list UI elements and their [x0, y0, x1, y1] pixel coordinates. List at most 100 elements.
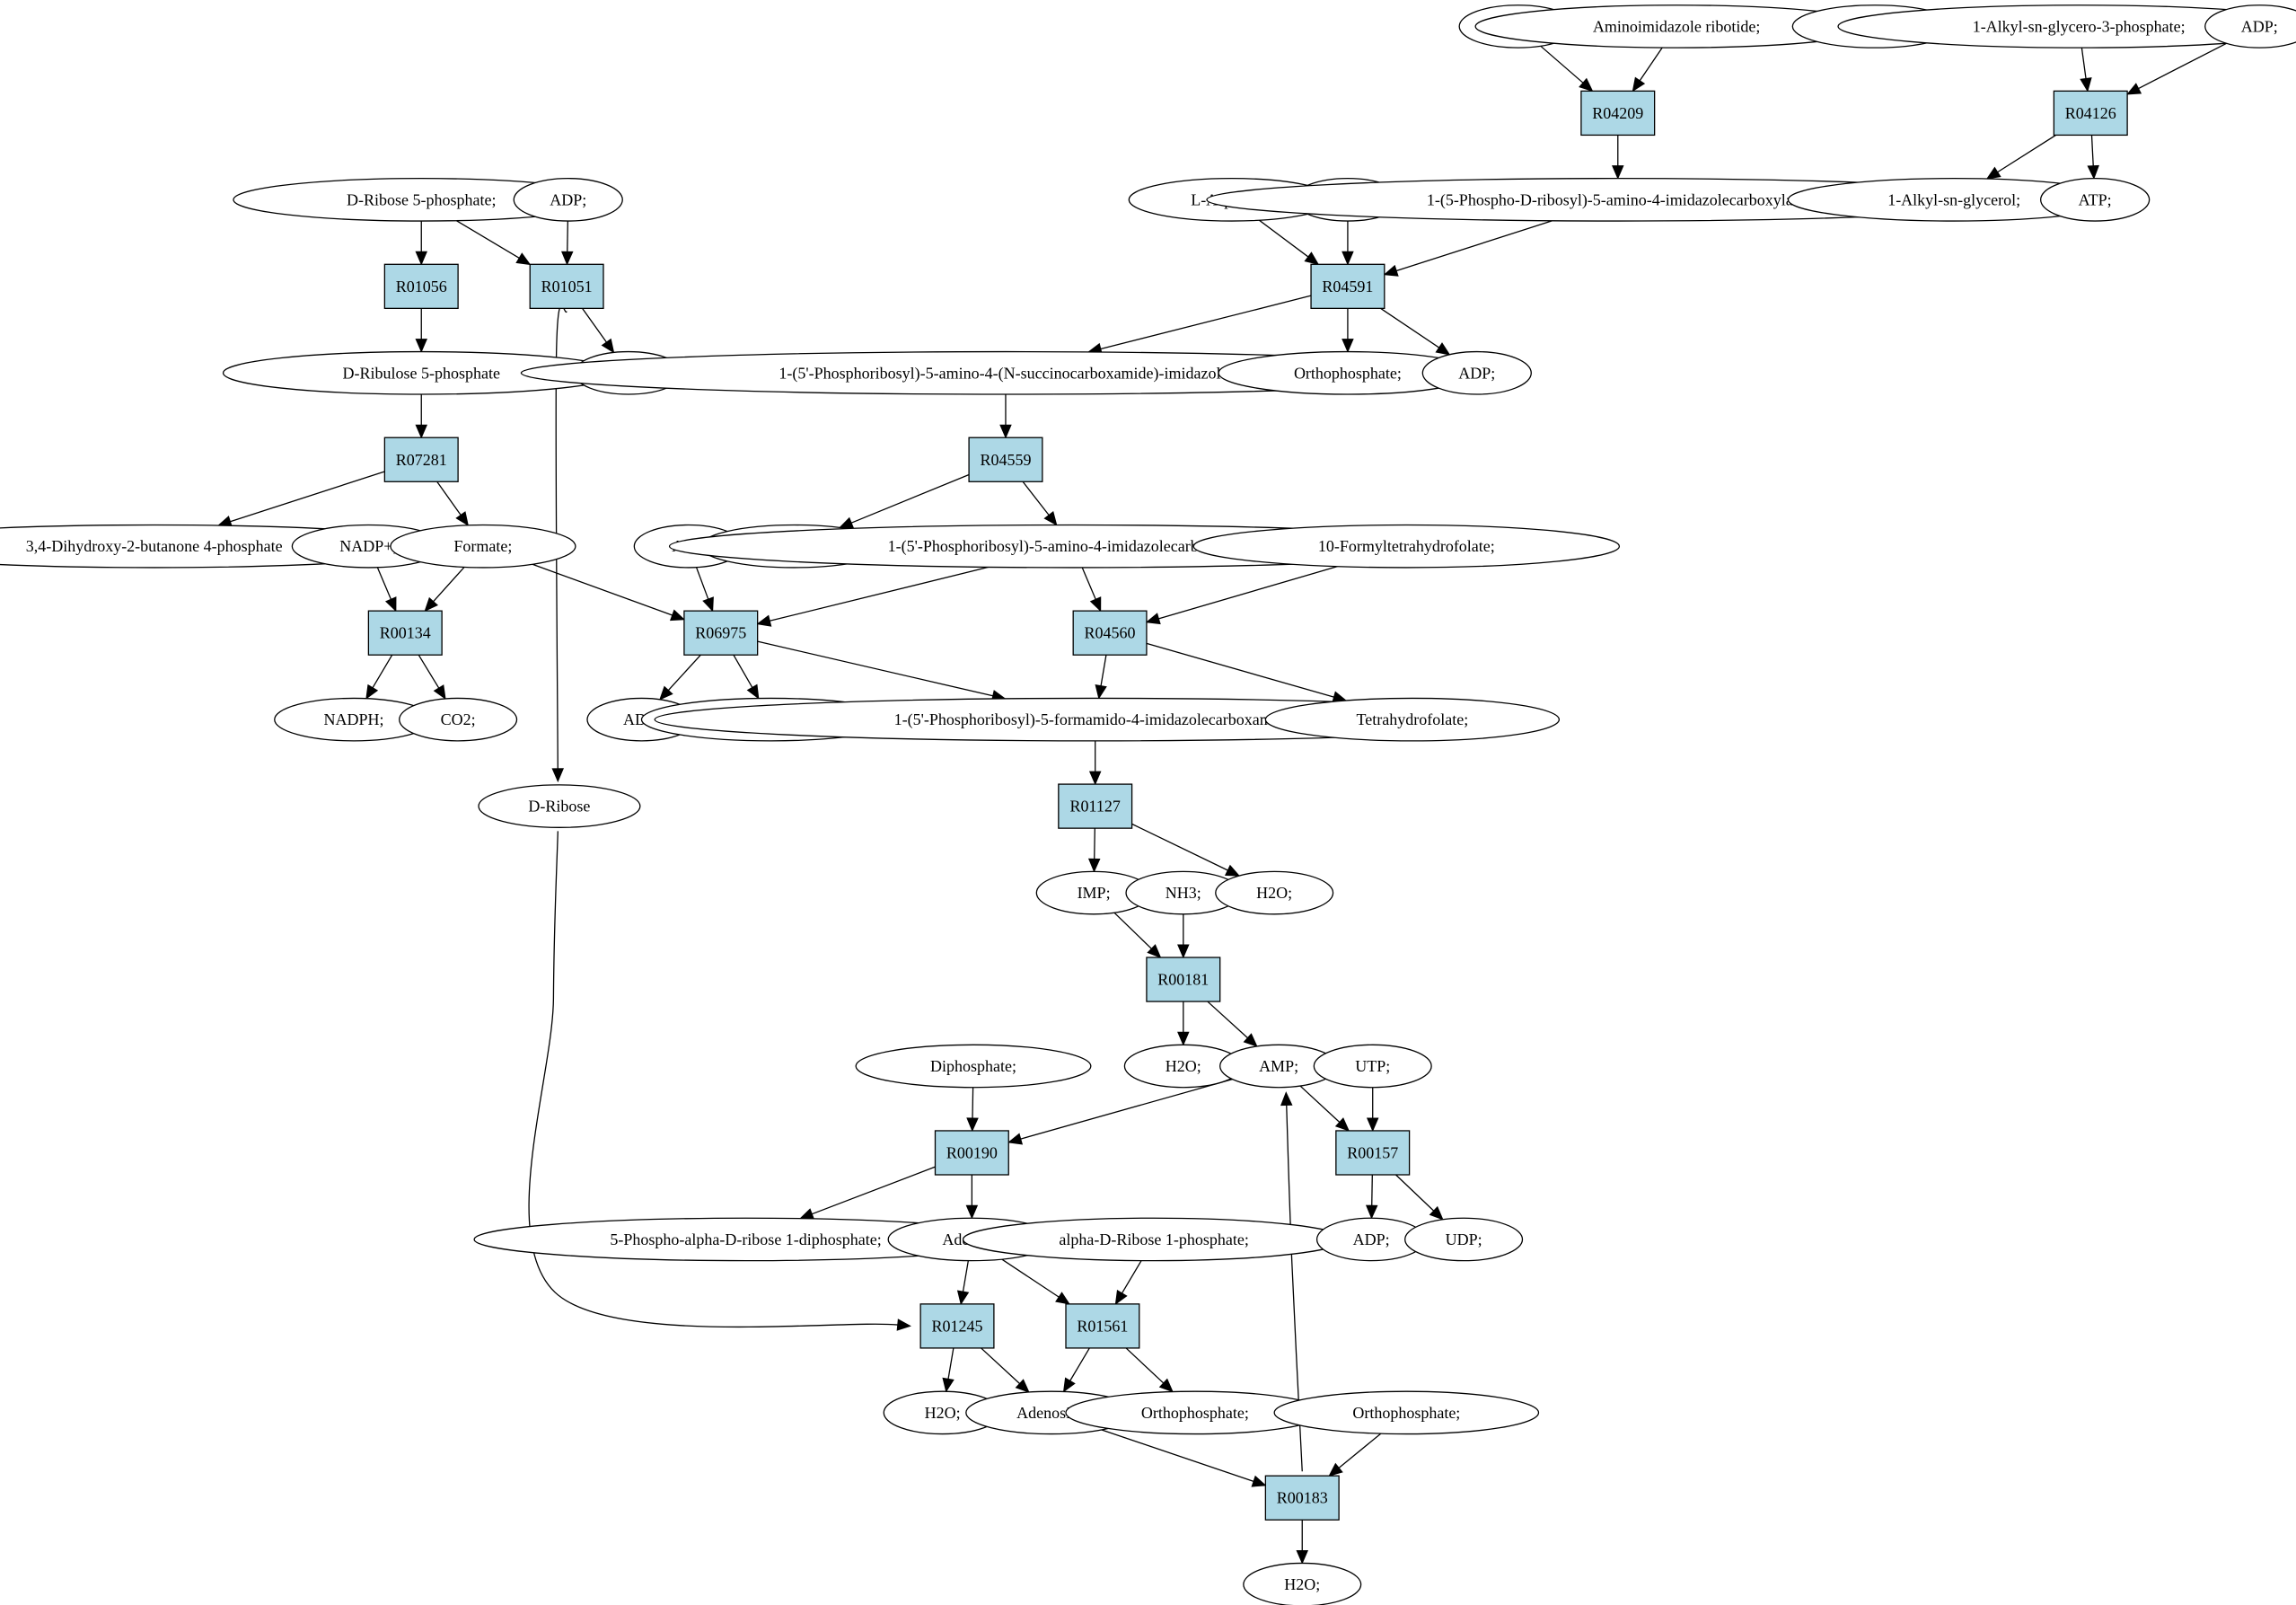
reaction-node-r00181[interactable]: R00181: [1146, 957, 1221, 1002]
edge-line: [850, 473, 970, 524]
edge-r04560-to-thf: [1146, 642, 1348, 703]
compound-node-thf[interactable]: Tetrahydrofolate;: [1264, 697, 1561, 742]
compound-label: D-Ribose 5-phosphate;: [347, 190, 496, 208]
edge-line: [532, 563, 673, 616]
compound-node-aminoimid[interactable]: Aminoimidazole ribotide;: [1474, 4, 1878, 49]
edge-r01561-to-orthop_c: [1125, 1347, 1174, 1393]
edge-laspartate-to-r04591: [1258, 219, 1320, 266]
reaction-label: R04591: [1322, 278, 1373, 295]
compound-node-formate[interactable]: Formate;: [390, 524, 576, 569]
reaction-node-r04559[interactable]: R04559: [968, 437, 1043, 482]
edge-line: [436, 481, 462, 516]
edge-line: [1101, 1429, 1254, 1482]
edge-r04559-to-aicar: [1022, 481, 1058, 526]
reaction-label: R00134: [380, 624, 431, 642]
compound-node-adp_a[interactable]: ADP;: [513, 178, 623, 222]
arrowhead-icon: [433, 684, 446, 701]
arrowhead-icon: [1579, 77, 1594, 93]
arrowhead-icon: [1177, 1031, 1190, 1046]
compound-node-adr1p[interactable]: alpha-D-Ribose 1-phosphate;: [962, 1217, 1346, 1262]
reaction-box: [1310, 263, 1386, 309]
compound-label: ADP;: [1353, 1230, 1390, 1248]
reaction-node-r04591[interactable]: R04591: [1310, 263, 1386, 309]
reaction-node-r00157[interactable]: R00157: [1335, 1130, 1411, 1176]
reaction-node-r00183[interactable]: R00183: [1264, 1475, 1340, 1521]
reaction-box: [1065, 1303, 1140, 1349]
compound-ellipse: [1313, 1044, 1432, 1089]
edge-atp_c-to-r06975: [695, 567, 714, 613]
arrowhead-icon: [1365, 1204, 1378, 1220]
reaction-node-r04560[interactable]: R04560: [1072, 610, 1148, 656]
compound-node-dr5p[interactable]: D-Ribose 5-phosphate;: [233, 178, 611, 222]
compound-node-utp[interactable]: UTP;: [1313, 1044, 1432, 1089]
edge-r01245-to-h2o_c: [942, 1347, 954, 1393]
arrowhead-icon: [1147, 944, 1162, 958]
compound-label: 1-(5'-Phosphoribosyl)-5-formamido-4-imid…: [894, 710, 1297, 729]
compound-label: H2O;: [1256, 884, 1292, 902]
reaction-label: R00181: [1157, 971, 1209, 989]
compound-node-orthop_d[interactable]: Orthophosphate;: [1273, 1390, 1540, 1435]
edge-line: [582, 307, 607, 343]
arrowhead-icon: [669, 609, 686, 622]
edge-line: [972, 1087, 974, 1118]
arrowhead-icon: [1632, 76, 1646, 93]
compound-ellipse: [390, 524, 576, 569]
compound-label: UDP;: [1446, 1230, 1482, 1248]
compound-node-amp[interactable]: AMP;: [1219, 1044, 1339, 1089]
compound-node-diphosphate[interactable]: Diphosphate;: [855, 1044, 1092, 1089]
compound-node-adp_d[interactable]: ADP;: [2204, 4, 2296, 49]
compound-node-co2_b[interactable]: CO2;: [399, 697, 518, 742]
edge-line: [1146, 642, 1334, 698]
reaction-label: R04559: [980, 451, 1031, 469]
compound-label: CO2;: [441, 710, 476, 728]
compound-node-alkylg3p[interactable]: 1-Alkyl-sn-glycero-3-phosphate;: [1837, 4, 2296, 49]
edge-saicar-to-r04559: [999, 393, 1012, 439]
edge-aicar-to-r06975: [756, 566, 990, 627]
arrowhead-icon: [1435, 342, 1451, 356]
compound-node-orthop_a[interactable]: Orthophosphate;: [1218, 350, 1478, 395]
compound-node-h2o_b[interactable]: H2O;: [1123, 1044, 1243, 1089]
compound-node-adp_b[interactable]: ADP;: [1421, 350, 1532, 395]
reaction-label: R01051: [541, 278, 593, 295]
reaction-label: R06975: [695, 624, 746, 642]
compound-node-formylthf[interactable]: 10-Formyltetrahydrofolate;: [1192, 524, 1621, 569]
edge-line: [812, 1166, 936, 1215]
reaction-node-r06975[interactable]: R06975: [683, 610, 759, 656]
compound-node-h2o_c[interactable]: H2O;: [883, 1390, 1002, 1435]
arrowhead-icon: [551, 768, 565, 783]
arrowhead-icon: [1612, 165, 1624, 180]
edge-formylthf-to-r04560: [1145, 566, 1338, 625]
reaction-node-r04209[interactable]: R04209: [1580, 90, 1656, 137]
compound-node-prpp[interactable]: 5-Phospho-alpha-D-ribose 1-diphosphate;: [473, 1217, 1018, 1262]
compound-label: Aminoimidazole ribotide;: [1593, 17, 1760, 35]
compound-node-orthop_c[interactable]: Orthophosphate;: [1065, 1390, 1325, 1435]
edge-line: [2090, 135, 2094, 166]
reaction-node-r01127[interactable]: R01127: [1058, 783, 1133, 829]
compound-node-h2o_d[interactable]: H2O;: [1243, 1562, 1362, 1605]
compound-node-adp_e[interactable]: ADP;: [1315, 1217, 1427, 1262]
reaction-node-r01561[interactable]: R01561: [1065, 1303, 1140, 1349]
reaction-node-r01051[interactable]: R01051: [529, 263, 604, 309]
reaction-node-r00190[interactable]: R00190: [934, 1130, 1009, 1176]
edge-formate-to-r00134: [424, 567, 465, 613]
edge-orthop_d-to-r00183: [1328, 1433, 1382, 1477]
arrowhead-icon: [999, 424, 1012, 439]
arrowhead-icon: [1429, 1205, 1444, 1221]
compound-node-imp[interactable]: IMP;: [1035, 870, 1152, 915]
compound-node-udp[interactable]: UDP;: [1404, 1217, 1524, 1262]
reaction-box: [383, 437, 459, 482]
reaction-node-r07281[interactable]: R07281: [383, 437, 459, 482]
edge-line: [695, 567, 709, 600]
compound-node-h2o_a[interactable]: H2O;: [1215, 870, 1334, 915]
reaction-node-r01245[interactable]: R01245: [919, 1303, 995, 1349]
reaction-box: [1058, 783, 1133, 829]
edge-r00134-to-co2_b: [418, 654, 446, 701]
compound-ellipse: [2039, 178, 2151, 222]
compound-label: ATP;: [2079, 190, 2112, 208]
reaction-node-r04126[interactable]: R04126: [2053, 90, 2128, 137]
reaction-box: [934, 1130, 1009, 1176]
compound-node-atp_e[interactable]: ATP;: [2039, 178, 2151, 222]
compound-node-dribose[interactable]: D-Ribose: [478, 784, 641, 828]
reaction-node-r01056[interactable]: R01056: [383, 263, 459, 309]
reaction-node-r00134[interactable]: R00134: [367, 610, 443, 656]
